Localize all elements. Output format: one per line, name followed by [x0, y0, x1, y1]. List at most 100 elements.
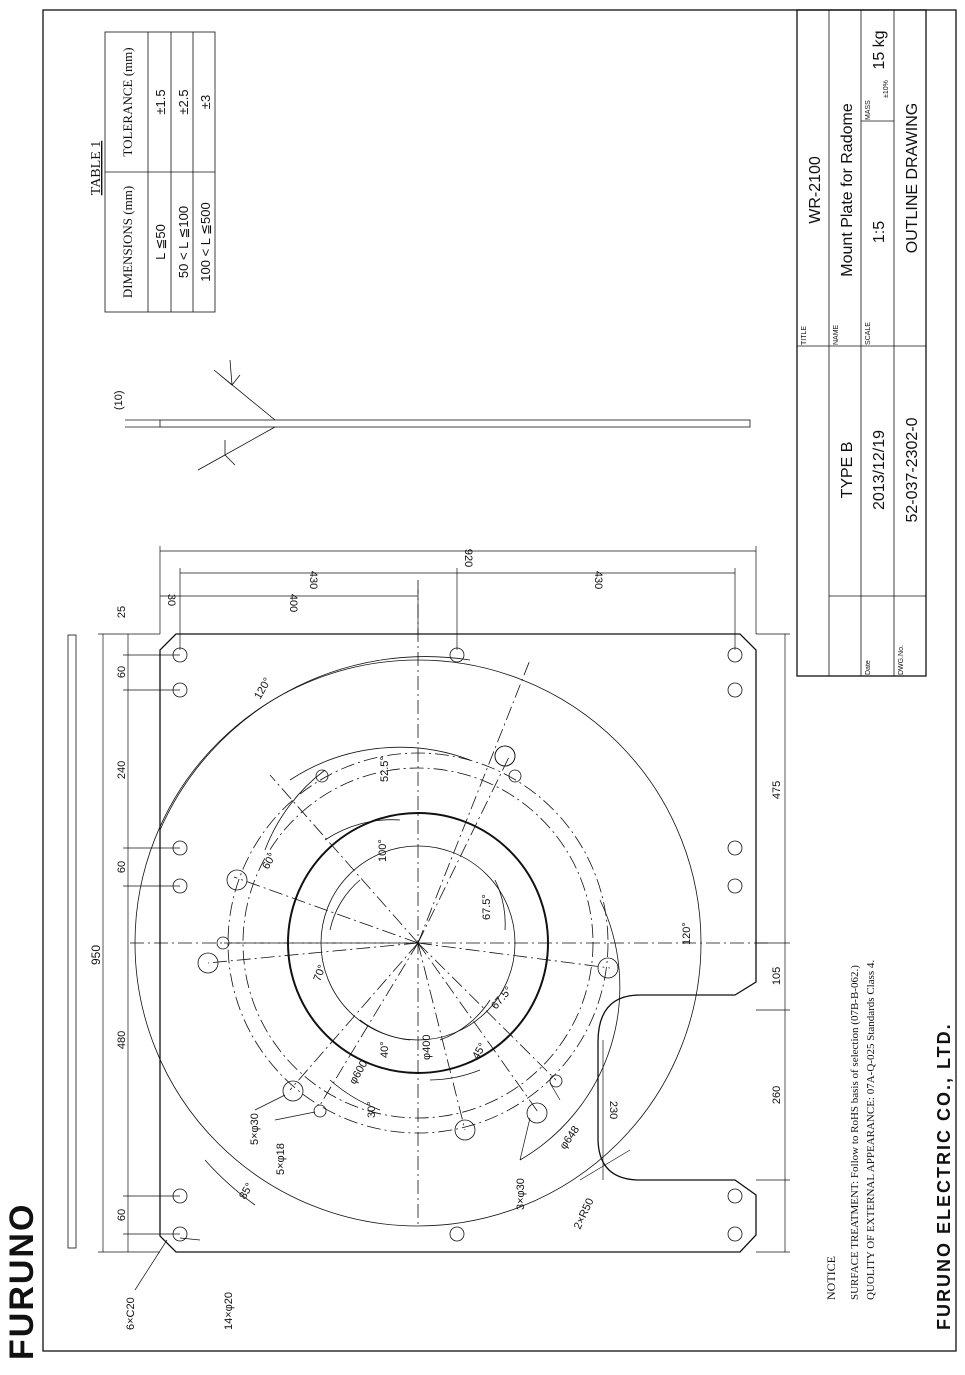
- angle-100: 100°: [377, 839, 389, 862]
- dim-30: 30: [165, 594, 177, 606]
- sheet-border: [42, 9, 957, 1352]
- hole-18: [315, 769, 329, 783]
- hole-30b: [494, 745, 516, 767]
- angle-120-b: 120°: [681, 922, 693, 945]
- hole-30b: [526, 1102, 548, 1124]
- table-cell-r3-tol: ±3: [198, 95, 213, 109]
- dim-430-b: 430: [592, 571, 604, 589]
- notice-line-1: SURFACE TREATMENT: Follow to RoHS basis …: [849, 965, 861, 1300]
- dim-475: 475: [771, 781, 783, 799]
- hole-30b: [454, 1119, 476, 1141]
- scale-value: 1:5: [871, 221, 888, 243]
- table-cell-r2-dim: 50 < L ≦100: [176, 206, 191, 278]
- name-value: Mount Plate for Radome: [839, 103, 856, 277]
- notice-heading: NOTICE: [824, 1256, 838, 1300]
- hole-perimeter: [727, 647, 743, 663]
- callout-5x30: 5×φ30: [249, 1113, 261, 1145]
- plate-side-view-left: [67, 634, 77, 1249]
- drawing-type: OUTLINE DRAWING: [904, 103, 921, 254]
- table-header-tolerance: TOLERANCE (mm): [120, 47, 135, 156]
- dwg-label: DWG.No.: [898, 645, 905, 675]
- hole-18: [313, 1104, 327, 1118]
- hole-30: [282, 1080, 304, 1102]
- dim-230: 230: [607, 1101, 619, 1119]
- angle-30: 30°: [366, 1101, 378, 1118]
- hole-perimeter: [727, 878, 743, 894]
- tolerance-table: TABLE 1 DIMENSIONS (mm) TOLERANCE (mm) L…: [89, 31, 216, 313]
- title-value: WR-2100: [807, 156, 824, 224]
- table-title: TABLE 1: [89, 141, 104, 195]
- hole-perimeter: [449, 1226, 465, 1242]
- table-cell-r2-tol: ±2.5: [176, 89, 191, 114]
- dwg-value: 52-037-2302-0: [904, 417, 921, 522]
- dimension-lines: [98, 546, 790, 1253]
- type-value: TYPE B: [839, 442, 856, 499]
- plate-top-view: [159, 633, 757, 1253]
- hole-18: [549, 1074, 563, 1088]
- callout-3x30: 3×φ30: [515, 1178, 527, 1210]
- plate-side-view-right: (10): [113, 359, 751, 471]
- dim-920: 920: [462, 549, 474, 567]
- dim-60-c: 60: [116, 1209, 128, 1221]
- notice-block: NOTICE SURFACE TREATMENT: Follow to RoHS…: [824, 960, 877, 1300]
- angle-120-a: 120°: [252, 676, 274, 702]
- hole-30: [226, 869, 248, 891]
- holes: [172, 647, 743, 1242]
- dim-thickness: (10): [113, 390, 125, 410]
- hole-perimeter: [727, 1226, 743, 1242]
- dim-25: 25: [116, 606, 128, 618]
- callout-400: φ400: [421, 1035, 433, 1061]
- table-cell-r1-dim: L ≦50: [153, 224, 168, 260]
- hole-18: [508, 769, 522, 783]
- angle-52-5: 52.5°: [379, 756, 391, 782]
- callout-leaders: [134, 1082, 631, 1291]
- hole-30: [597, 957, 619, 979]
- angle-67-5-a: 67.5°: [481, 894, 493, 920]
- callout-14x20: 14×φ20: [223, 1292, 235, 1330]
- hole-perimeter: [449, 647, 465, 663]
- dim-60-b: 60: [116, 861, 128, 873]
- angle-labels: 120° 52.5° 60° 100° 70° 67.5° 67.5° 120°…: [237, 676, 693, 1202]
- table-cell-r1-tol: ±1.5: [153, 89, 168, 114]
- angle-45: 45°: [470, 1041, 489, 1061]
- date-value: 2013/12/19: [871, 430, 888, 510]
- callout-600: φ600: [347, 1058, 370, 1086]
- dim-105: 105: [771, 967, 783, 985]
- callout-2xR50: 2×R50: [572, 1197, 597, 1232]
- dim-260: 260: [771, 1086, 783, 1104]
- dim-240: 240: [116, 761, 128, 779]
- dim-430-a: 430: [307, 571, 319, 589]
- title-block: TITLE WR-2100 NAME Mount Plate for Radom…: [796, 9, 927, 677]
- name-label: NAME: [833, 324, 840, 345]
- callout-6xC20: 6×C20: [125, 1297, 137, 1330]
- scale-label: SCALE: [865, 322, 872, 345]
- angle-40: 40°: [379, 1041, 391, 1058]
- hole-perimeter: [727, 840, 743, 856]
- hole-perimeter: [727, 1188, 743, 1204]
- hole-30: [197, 952, 219, 974]
- notice-line-2: QUOLITY OF EXTERNAL APPEARANCE: 07A-Q-02…: [865, 960, 877, 1300]
- angle-70: 70°: [312, 963, 329, 983]
- angle-60: 60°: [260, 851, 279, 871]
- dim-950: 950: [89, 945, 103, 965]
- radial-lines: [207, 659, 611, 1131]
- furuno-logo: FURUNO: [3, 1203, 41, 1360]
- mass-tolerance: ±10%: [883, 80, 890, 98]
- hole-perimeter: [727, 682, 743, 698]
- callout-labels: 6×C20 14×φ20 5×φ30 5×φ18 3×φ30 2×R50 φ60…: [125, 1035, 597, 1331]
- dim-60-a: 60: [116, 666, 128, 678]
- angle-85: 85°: [237, 1181, 256, 1201]
- mass-label: MASS: [865, 100, 872, 120]
- angle-arcs: [159, 656, 621, 1206]
- company-name: FURUNO ELECTRIC CO., LTD.: [934, 1022, 954, 1330]
- callout-5x18: 5×φ18: [275, 1143, 287, 1175]
- dim-400: 400: [287, 594, 299, 612]
- hole-18: [216, 936, 230, 950]
- date-label: Date: [865, 660, 872, 675]
- mass-value: 15 kg: [871, 30, 888, 69]
- dimension-labels: 950 25 60 240 60 480 60 920 430 430 400 …: [89, 549, 783, 1221]
- dim-480: 480: [116, 1031, 128, 1049]
- table-header-dimensions: DIMENSIONS (mm): [120, 186, 135, 298]
- table-cell-r3-dim: 100 < L ≦500: [198, 202, 213, 281]
